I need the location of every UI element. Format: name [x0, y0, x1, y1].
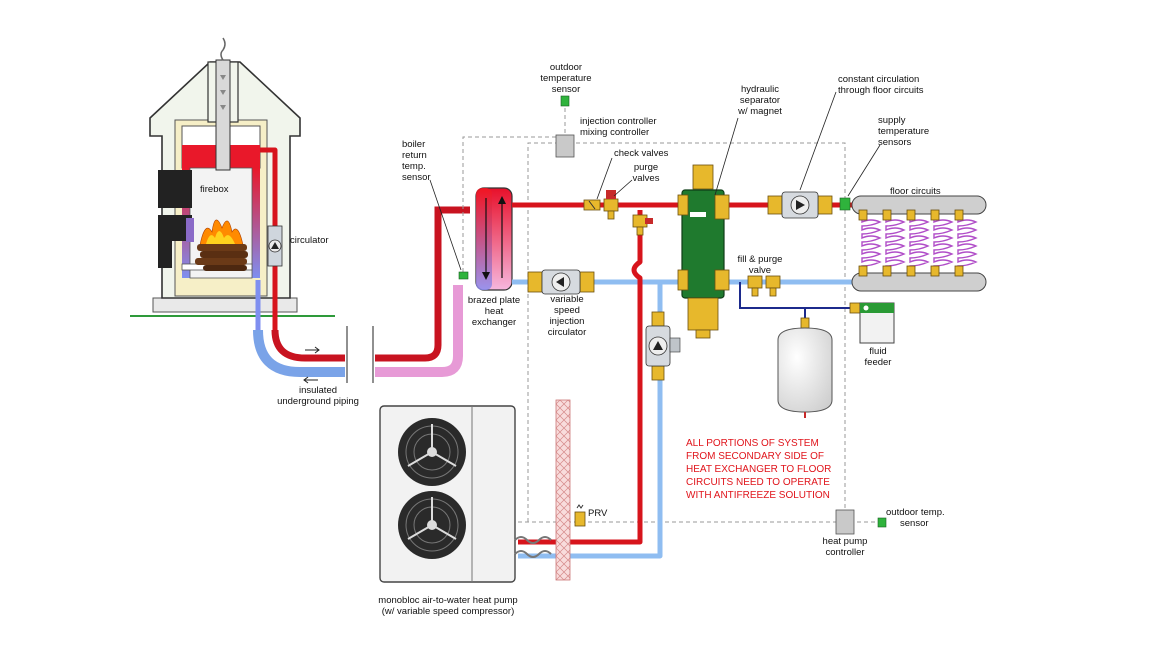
- supply-sensor-label-2: temperature: [878, 126, 929, 137]
- hx-label-2: heat: [485, 306, 504, 317]
- manifold-valve: [906, 265, 916, 277]
- hydraulic-separator: [677, 164, 730, 339]
- outdoor-sensor-label-1: outdoor: [550, 62, 582, 73]
- manifold-valve: [906, 209, 916, 221]
- hp-controller-label-1: heat pump: [823, 536, 868, 547]
- constant-circ-label-2: through floor circuits: [838, 85, 924, 96]
- warning-line-2: FROM SECONDARY SIDE OF: [686, 451, 824, 462]
- boiler-return-sensor: [458, 271, 469, 280]
- boiler-circulator: [267, 225, 283, 267]
- injection-controller-label-2: mixing controller: [580, 127, 649, 138]
- warning-line-4: CIRCUITS NEED TO OPERATE: [686, 477, 830, 488]
- fan-icon: [398, 418, 466, 486]
- insulated-underground-piping: [253, 206, 470, 384]
- injection-circ-label-3: injection: [550, 316, 585, 327]
- manifold-valve: [858, 209, 868, 221]
- check-valve: [583, 199, 601, 211]
- warning-line-3: HEAT EXCHANGER TO FLOOR: [686, 464, 831, 475]
- warning-line-1: ALL PORTIONS OF SYSTEM: [686, 438, 819, 449]
- injection-circ-label-4: circulator: [548, 327, 587, 338]
- separator-label-2: separator: [740, 95, 780, 106]
- floor-circuit-loop: [933, 214, 954, 273]
- floor-circuit-loop: [861, 214, 882, 273]
- outdoor-sensor-top: [560, 95, 570, 107]
- supply-temperature-sensor: [839, 197, 851, 211]
- separator-label-3: w/ magnet: [737, 106, 782, 117]
- outdoor-sensor-label-3: sensor: [552, 84, 581, 95]
- injection-circ-label-1: variable: [550, 294, 583, 305]
- outdoor-sensor-label-2: temperature: [540, 73, 591, 84]
- hp-controller-label-2: controller: [825, 547, 864, 558]
- warning-line-5: WITH ANTIFREEZE SOLUTION: [686, 490, 830, 501]
- fill-purge-label-2: valve: [749, 265, 771, 276]
- floor-circuits-label: floor circuits: [890, 186, 941, 197]
- heat-pump-controller: [835, 509, 855, 535]
- supply-sensor-label-3: sensors: [878, 137, 912, 148]
- boiler-return-label-4: sensor: [402, 172, 431, 183]
- floor-circuit-loop: [885, 214, 906, 273]
- injection-controller-label-1: injection controller: [580, 116, 657, 127]
- boiler-return-label-3: temp.: [402, 161, 426, 172]
- hx-label-3: exchanger: [472, 317, 516, 328]
- manifold-valve: [954, 209, 964, 221]
- fire-icon: [195, 219, 248, 271]
- separator-label-1: hydraulic: [741, 84, 779, 95]
- purge-valve: [603, 190, 619, 220]
- fill-purge-label-1: fill & purge: [738, 254, 783, 265]
- manifold-valve: [930, 209, 940, 221]
- floor-circuit-loop: [909, 214, 930, 273]
- supply-sensor-label-1: supply: [878, 115, 906, 126]
- heat-pump-label-2: (w/ variable speed compressor): [382, 606, 515, 617]
- expansion-tank: [777, 317, 833, 418]
- boiler-return-label-1: boiler: [402, 139, 425, 150]
- manifold-valve: [882, 265, 892, 277]
- antifreeze-warning: ALL PORTIONS OF SYSTEM FROM SECONDARY SI…: [686, 438, 831, 501]
- manifold-valve: [954, 265, 964, 277]
- prv-valve: [574, 504, 586, 527]
- manifold-valve: [930, 265, 940, 277]
- insulated-piping-label-1: insulated: [299, 385, 337, 396]
- hx-label-1: brazed plate: [468, 295, 520, 306]
- fluid-feeder-label-2: feeder: [865, 357, 892, 368]
- floor-circulator: [767, 191, 833, 219]
- insulated-piping-label-2: underground piping: [277, 396, 359, 407]
- prv-label: PRV: [588, 508, 608, 519]
- outdoor-temp-label-1: outdoor temp.: [886, 507, 945, 518]
- check-valves-label: check valves: [614, 148, 669, 159]
- circulator-label: circulator: [290, 235, 329, 246]
- firebox-label: firebox: [200, 184, 229, 195]
- brazed-plate-heat-exchanger: [475, 187, 513, 291]
- purge-valves-label-2: valves: [633, 173, 660, 184]
- boiler-return-label-2: return: [402, 150, 427, 161]
- fan-icon-2: [398, 491, 466, 559]
- fluid-feeder-label-1: fluid: [869, 346, 886, 357]
- floor-circuit-loop: [957, 214, 978, 273]
- monobloc-heat-pump: [379, 405, 552, 583]
- fill-purge-valve: [747, 275, 781, 297]
- fluid-feeder: [849, 302, 895, 344]
- manifold-valve: [858, 265, 868, 277]
- constant-circ-label-1: constant circulation: [838, 74, 919, 85]
- outdoor-sensor-right: [877, 517, 887, 528]
- injection-circ-label-2: speed: [554, 305, 580, 316]
- purge-valves-label-1: purge: [634, 162, 658, 173]
- outdoor-temp-label-2: sensor: [900, 518, 929, 529]
- building-wall: [555, 399, 571, 581]
- floor-circuits: [851, 195, 987, 292]
- manifold-valve: [882, 209, 892, 221]
- heat-pump-label-1: monobloc air-to-water heat pump: [378, 595, 517, 606]
- purge-valve-2: [632, 214, 653, 236]
- injection-controller: [555, 134, 575, 158]
- injection-circulator: [527, 269, 595, 295]
- wood-boiler: firebox: [149, 37, 301, 313]
- heat-pump-circulator: [645, 311, 681, 381]
